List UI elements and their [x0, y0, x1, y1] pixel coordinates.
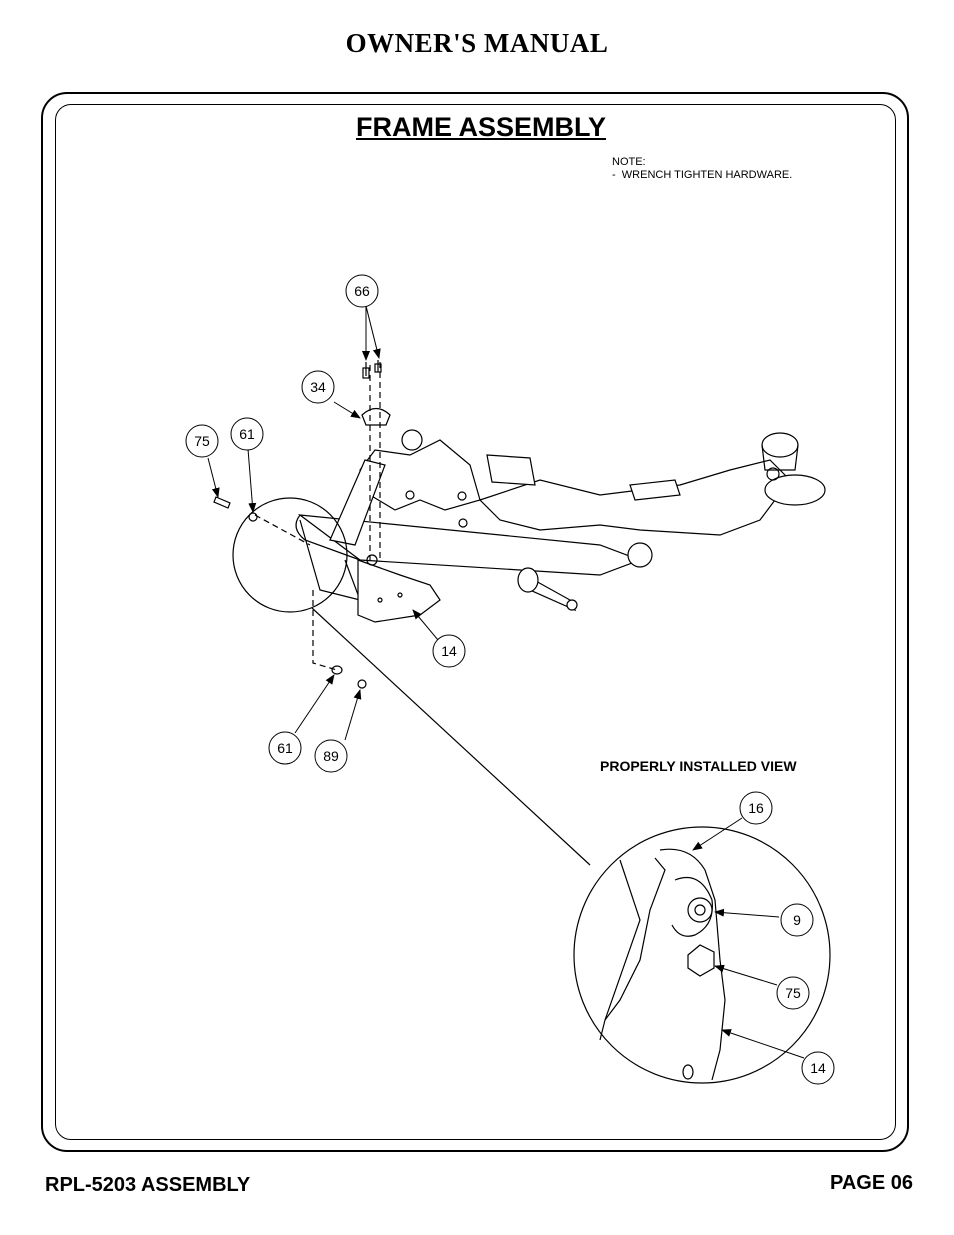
- svg-text:66: 66: [354, 283, 370, 299]
- callout-14-detail: 14: [801, 1051, 835, 1085]
- page-number: PAGE 06: [830, 1172, 913, 1194]
- callout-89: 89: [314, 739, 348, 773]
- svg-text:75: 75: [194, 433, 210, 449]
- svg-text:75: 75: [785, 985, 801, 1001]
- svg-text:16: 16: [748, 800, 764, 816]
- assembly-model-label: RPL-5203 ASSEMBLY: [45, 1174, 251, 1196]
- callout-66: 66: [345, 274, 379, 308]
- note-heading: NOTE:: [612, 156, 646, 168]
- callout-61-top: 61: [230, 417, 264, 451]
- detail-view-label: PROPERLY INSTALLED VIEW: [600, 758, 797, 774]
- note-line: - WRENCH TIGHTEN HARDWARE.: [612, 169, 793, 181]
- frame-illustration: [213, 360, 831, 1084]
- assembly-note: NOTE: - WRENCH TIGHTEN HARDWARE.: [612, 156, 792, 182]
- outer-frame: [41, 92, 909, 1152]
- callout-75-top: 75: [185, 424, 219, 458]
- section-title: FRAME ASSEMBLY: [355, 112, 607, 142]
- callout-75-detail: 75: [776, 976, 810, 1010]
- callout-61-bottom: 61: [268, 731, 302, 765]
- svg-text:89: 89: [323, 748, 339, 764]
- svg-text:14: 14: [441, 643, 457, 659]
- manual-title: OWNER'S MANUAL: [345, 28, 609, 58]
- callout-9: 9: [780, 903, 814, 937]
- callout-34: 34: [301, 370, 335, 404]
- callout-leaders: [207, 305, 805, 1059]
- callout-16: 16: [739, 791, 773, 825]
- svg-text:9: 9: [793, 912, 801, 928]
- svg-text:14: 14: [810, 1060, 826, 1076]
- inner-frame: [55, 104, 896, 1140]
- svg-text:34: 34: [310, 379, 326, 395]
- svg-text:61: 61: [239, 426, 255, 442]
- svg-text:61: 61: [277, 740, 293, 756]
- callout-14-main: 14: [432, 634, 466, 668]
